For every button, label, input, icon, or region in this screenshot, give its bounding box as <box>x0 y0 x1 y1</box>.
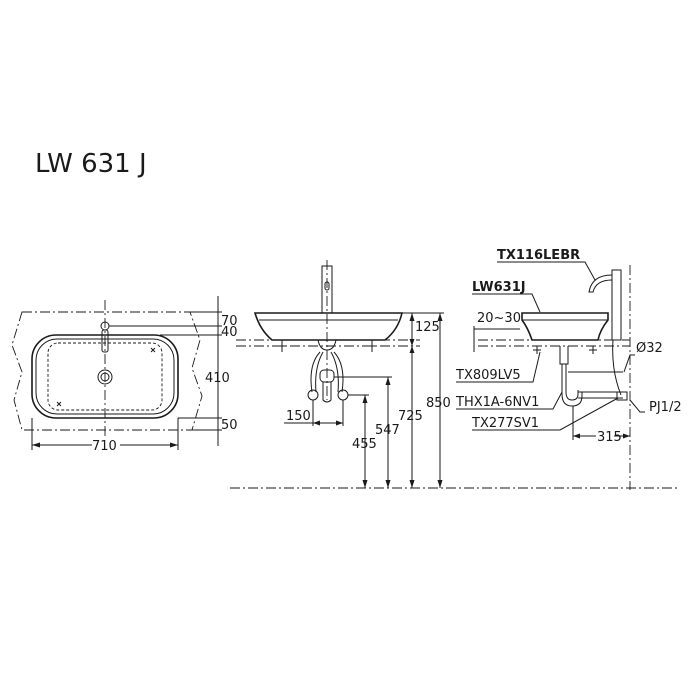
dim-725: 725 <box>398 409 423 424</box>
dim-455: 455 <box>352 437 377 452</box>
label-faucet: TX116LEBR <box>497 248 580 263</box>
label-trap: THX1A-6NV1 <box>455 395 539 410</box>
top-view: 70 40 410 50 710 <box>11 296 238 454</box>
label-basin: LW631J <box>472 280 526 295</box>
label-thread: PJ1/2 <box>649 400 682 415</box>
faucet-body <box>611 269 622 341</box>
supply-hoses <box>310 351 344 393</box>
model-title: LW 631 J <box>35 149 147 179</box>
dim-125: 125 <box>415 320 440 335</box>
dim-850: 850 <box>426 396 451 411</box>
basin-front <box>253 312 404 341</box>
drain-outer <box>97 369 113 385</box>
label-mount: TX809LV5 <box>455 368 521 383</box>
dim-50: 50 <box>221 418 238 433</box>
dim-40: 40 <box>221 325 238 340</box>
mount-marks <box>56 347 156 407</box>
dim-710: 710 <box>92 439 117 454</box>
faucet-lever <box>101 329 109 353</box>
side-view: 315 TX116LEBR LW631J 20~30 TX809LV5 THX1… <box>455 248 682 490</box>
dim-410: 410 <box>205 371 230 386</box>
drain-inner <box>100 372 110 382</box>
dim-547: 547 <box>375 423 400 438</box>
label-valve: TX277SV1 <box>471 416 539 431</box>
label-pipe: Ø32 <box>636 341 663 356</box>
faucet-spout <box>588 274 613 293</box>
dim-150: 150 <box>286 409 311 424</box>
dim-315: 315 <box>597 430 622 445</box>
label-gap: 20~30 <box>477 311 521 326</box>
basin-side <box>521 312 609 341</box>
dim-70: 70 <box>221 314 238 329</box>
front-view: 150 125 850 725 547 455 <box>230 260 680 489</box>
